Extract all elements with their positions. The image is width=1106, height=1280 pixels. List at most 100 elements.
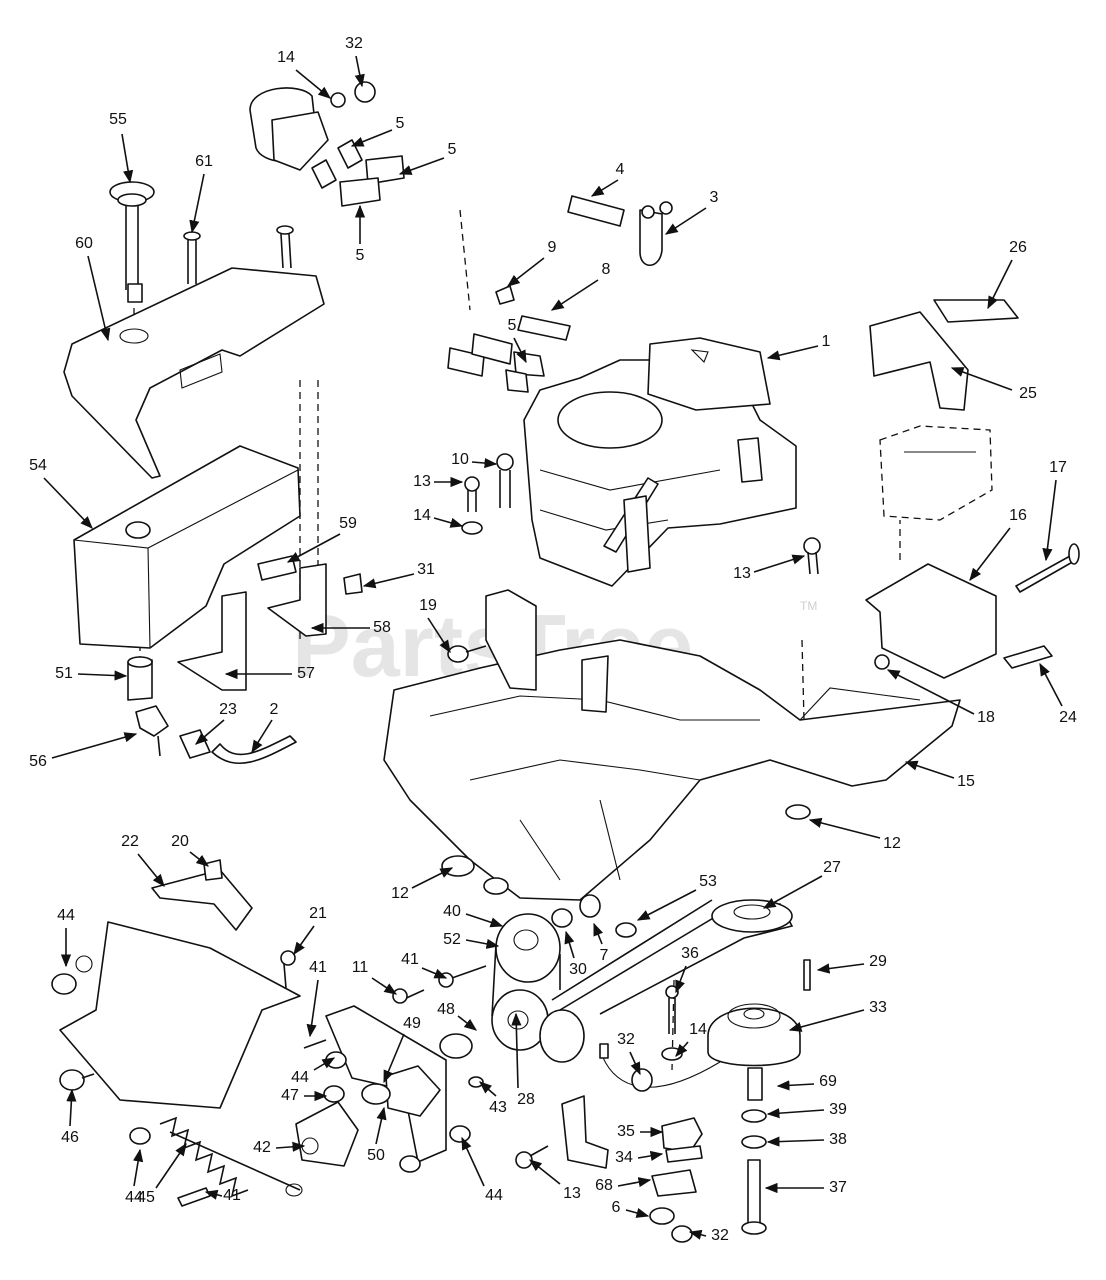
- callout-label-c69: 69: [819, 1073, 837, 1090]
- callout-leader-c56: [51, 732, 138, 759]
- callout-label-c19: 19: [419, 597, 437, 614]
- callout-label-c60: 60: [75, 235, 93, 252]
- callout-leader-c14c: [675, 1041, 689, 1057]
- callout-label-c14a: 14: [277, 49, 295, 66]
- callout-leader-c40: [465, 913, 504, 928]
- callout-leader-c44c: [133, 1148, 144, 1187]
- callout-label-c38: 38: [829, 1131, 847, 1148]
- callout-label-c56: 56: [29, 753, 47, 770]
- callout-leader-c5b: [398, 157, 445, 175]
- brackets-57-58-59: [177, 555, 363, 691]
- drive-belt-and-clutch: [551, 899, 811, 1088]
- callout-leader-c13b: [753, 554, 806, 573]
- callout-label-c12b: 12: [391, 885, 409, 902]
- callout-label-c13a: 13: [413, 473, 431, 490]
- callout-label-c39: 39: [829, 1101, 847, 1118]
- callout-leader-c22: [137, 853, 165, 887]
- callout-label-c12a: 12: [883, 835, 901, 852]
- callout-label-c44a: 44: [57, 907, 75, 924]
- callout-leader-c13c: [529, 1159, 561, 1185]
- callout-label-c50: 50: [367, 1147, 385, 1164]
- callout-label-c8: 8: [602, 261, 611, 278]
- lift-plate-assembly: [51, 859, 301, 1109]
- callout-leader-c53: [636, 889, 697, 921]
- callout-label-c33: 33: [869, 999, 887, 1016]
- callout-leader-c14b: [433, 517, 464, 528]
- callout-leader-c21: [293, 925, 315, 956]
- callout-leader-c52: [465, 938, 500, 949]
- callout-leader-c61: [189, 173, 205, 234]
- callout-label-c30: 30: [569, 961, 587, 978]
- callout-leader-c7: [593, 922, 604, 945]
- callout-label-c49: 49: [403, 1015, 421, 1032]
- callout-leader-c31: [362, 573, 415, 589]
- callout-label-c13b: 13: [733, 565, 751, 582]
- callout-label-c14b: 14: [413, 507, 431, 524]
- callout-leader-c32a: [354, 55, 365, 88]
- callout-leader-c5a: [350, 129, 393, 147]
- callout-leader-c46: [66, 1088, 77, 1127]
- callout-label-c20: 20: [171, 833, 189, 850]
- engine-1: [523, 337, 797, 587]
- callout-label-c43: 43: [489, 1099, 507, 1116]
- fuel-cap-and-gauge: [109, 181, 155, 303]
- callout-label-c55: 55: [109, 111, 127, 128]
- battery-and-tray: [865, 299, 1080, 679]
- callout-leader-c55: [121, 133, 134, 184]
- callout-leader-c59: [286, 533, 341, 563]
- callout-label-c31: 31: [417, 561, 435, 578]
- callout-label-c2: 2: [270, 701, 279, 718]
- callout-leader-c30: [564, 930, 575, 959]
- fuel-tank-cover-60: [63, 267, 325, 479]
- callout-label-c24: 24: [1059, 709, 1077, 726]
- callout-label-c27: 27: [823, 859, 841, 876]
- callout-label-c47: 47: [281, 1087, 299, 1104]
- callout-leader-c41b: [306, 979, 319, 1038]
- callout-leader-c48: [457, 1015, 478, 1031]
- callout-leader-c20: [189, 851, 210, 867]
- bolts-upper: [447, 453, 821, 663]
- callout-leader-c6: [625, 1208, 650, 1218]
- callout-label-c48: 48: [437, 1001, 455, 1018]
- callout-leader-c45: [155, 1142, 187, 1189]
- callout-label-c17: 17: [1049, 459, 1067, 476]
- callout-label-c5c: 5: [356, 247, 365, 264]
- callout-label-c41c: 41: [223, 1187, 241, 1204]
- callout-leader-c41a: [421, 967, 448, 979]
- callout-leader-c18: [886, 669, 975, 715]
- watermark-trademark: TM: [800, 599, 817, 613]
- callout-label-c22: 22: [121, 833, 139, 850]
- idler-bracket-assembly: [129, 950, 487, 1173]
- callout-leader-c49: [383, 1033, 405, 1084]
- callout-leader-c43: [479, 1081, 497, 1097]
- callout-leader-c28: [511, 1012, 522, 1089]
- callout-leader-c60: [87, 255, 111, 342]
- callout-leader-c19: [427, 617, 451, 654]
- callout-label-c58: 58: [373, 619, 391, 636]
- callout-leader-c33: [788, 1009, 865, 1032]
- callout-label-c53: 53: [699, 873, 717, 890]
- callout-leader-c4: [590, 179, 619, 197]
- callout-label-c52: 52: [443, 931, 461, 948]
- solenoid-assembly: [249, 81, 405, 207]
- callout-leader-c26: [987, 259, 1013, 310]
- callout-leader-c29: [816, 963, 865, 974]
- callout-leader-c32c: [688, 1229, 707, 1240]
- callout-label-c34: 34: [615, 1149, 633, 1166]
- callout-leader-c38: [766, 1136, 825, 1147]
- callout-leader-c17: [1042, 479, 1057, 562]
- callout-leader-c8: [550, 279, 599, 311]
- callout-label-c16: 16: [1009, 507, 1027, 524]
- callout-label-c45: 45: [137, 1189, 155, 1206]
- callout-leader-c36: [675, 965, 687, 994]
- clutch-hardware: [515, 985, 767, 1243]
- callout-label-c32c: 32: [711, 1227, 729, 1244]
- callout-leader-c39: [766, 1108, 825, 1119]
- callout-leader-c10: [471, 457, 498, 469]
- callout-label-c5d: 5: [508, 317, 517, 334]
- callout-label-c13c: 13: [563, 1185, 581, 1202]
- callout-leader-c69: [776, 1080, 815, 1091]
